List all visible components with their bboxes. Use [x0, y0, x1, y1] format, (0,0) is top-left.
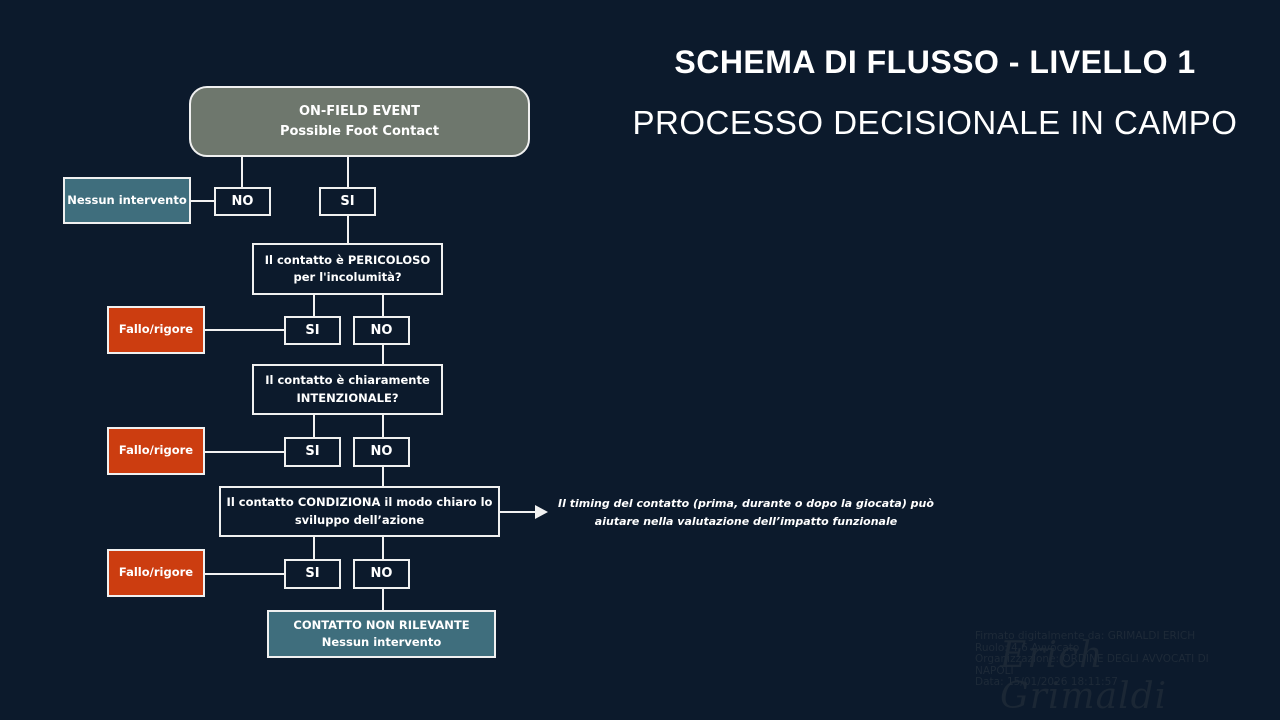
connector-q1si-fallo — [204, 329, 285, 331]
connector-q1no-q2 — [382, 344, 384, 365]
arrow-right-icon — [535, 505, 548, 519]
question2-si-label: SI — [305, 444, 320, 460]
question2-no-label: NO — [370, 444, 393, 460]
end-line2: Nessun intervento — [321, 635, 442, 649]
question1-fallo-label: Fallo/rigore — [118, 322, 194, 337]
signature-line: Ruolo: 4.6 Avvocato — [975, 641, 1080, 654]
question3-no-label: NO — [370, 566, 393, 582]
start-line2: Possible Foot Contact — [279, 123, 440, 139]
question1-line2: per l'incolumità? — [293, 270, 402, 284]
connector-q1-si — [313, 294, 315, 317]
question2-no-box: NO — [353, 437, 410, 467]
question1-box: Il contatto è PERICOLOSO per l'incolumit… — [252, 243, 443, 295]
question1-line1: Il contatto è PERICOLOSO — [264, 252, 431, 267]
connector-q3no-end — [382, 588, 384, 611]
question3-no-box: NO — [353, 559, 410, 589]
nessun-intervento-box: Nessun intervento — [63, 177, 191, 224]
start-si-box: SI — [319, 187, 376, 216]
connector-q2-si — [313, 414, 315, 439]
signature-line: Organizzazione: ORDINE DEGLI AVVOCATI DI — [975, 653, 1209, 665]
question1-fallo-box: Fallo/rigore — [107, 306, 205, 354]
connector-q2-no — [382, 414, 384, 439]
connector-start-si — [347, 156, 349, 187]
connector-q1-no — [382, 294, 384, 317]
start-box: ON-FIELD EVENT Possible Foot Contact — [189, 86, 530, 157]
question1-si-label: SI — [305, 322, 320, 338]
connector-q2si-fallo — [204, 451, 285, 453]
question3-si-label: SI — [305, 566, 320, 582]
connector-q3si-fallo — [204, 573, 285, 575]
timing-note-line2: aiutare nella valutazione dell’impatto f… — [594, 514, 898, 528]
connector-no-nessun — [190, 200, 215, 202]
question3-line1: Il contatto CONDIZIONA il modo chiaro lo — [226, 495, 493, 510]
question2-line2: INTENZIONALE? — [296, 390, 399, 405]
start-no-box: NO — [214, 187, 271, 216]
timing-note-line1: Il timing del contatto (prima, durante o… — [558, 497, 934, 510]
signature-line: Firmato digitalmente da: GRIMALDI ERICH — [975, 630, 1196, 642]
end-line1: CONTATTO NON RILEVANTE — [293, 617, 470, 632]
question2-si-box: SI — [284, 437, 341, 467]
question2-fallo-box: Fallo/rigore — [107, 427, 205, 475]
question1-no-box: NO — [353, 316, 410, 345]
slide-subtitle: PROCESSO DECISIONALE IN CAMPO — [632, 104, 1238, 141]
nessun-intervento-label: Nessun intervento — [67, 192, 187, 207]
connector-q3-note — [499, 511, 537, 513]
connector-q3-no — [382, 536, 384, 561]
signature-line: NAPOLI — [975, 664, 1014, 677]
question1-no-label: NO — [370, 322, 393, 338]
start-si-label: SI — [340, 193, 355, 209]
slide-title: SCHEMA DI FLUSSO - LIVELLO 1 — [674, 44, 1196, 80]
connector-si-q1 — [347, 215, 349, 244]
question1-si-box: SI — [284, 316, 341, 345]
question3-line2: sviluppo dell’azione — [294, 512, 425, 527]
timing-note: Il timing del contatto (prima, durante o… — [556, 495, 936, 530]
question3-si-box: SI — [284, 559, 341, 589]
question2-line1: Il contatto è chiaramente — [265, 373, 430, 388]
handwritten-signature: Erich Grimaldi — [1000, 635, 1168, 717]
question2-box: Il contatto è chiaramente INTENZIONALE? — [252, 364, 443, 415]
question3-fallo-label: Fallo/rigore — [118, 565, 194, 580]
connector-start-no — [241, 156, 243, 187]
digital-signature-block: Firmato digitalmente da: GRIMALDI ERICH … — [975, 630, 1255, 689]
start-line1: ON-FIELD EVENT — [298, 104, 421, 119]
signature-line: Data: 15/01/2026 18:11:57 — [975, 676, 1118, 688]
connector-q2no-q3 — [382, 466, 384, 487]
question3-fallo-box: Fallo/rigore — [107, 549, 205, 597]
end-box: CONTATTO NON RILEVANTE Nessun intervento — [267, 610, 496, 658]
question3-box: Il contatto CONDIZIONA il modo chiaro lo… — [219, 486, 500, 537]
connector-q3-si — [313, 536, 315, 561]
question2-fallo-label: Fallo/rigore — [118, 443, 194, 458]
start-no-label: NO — [231, 193, 254, 209]
